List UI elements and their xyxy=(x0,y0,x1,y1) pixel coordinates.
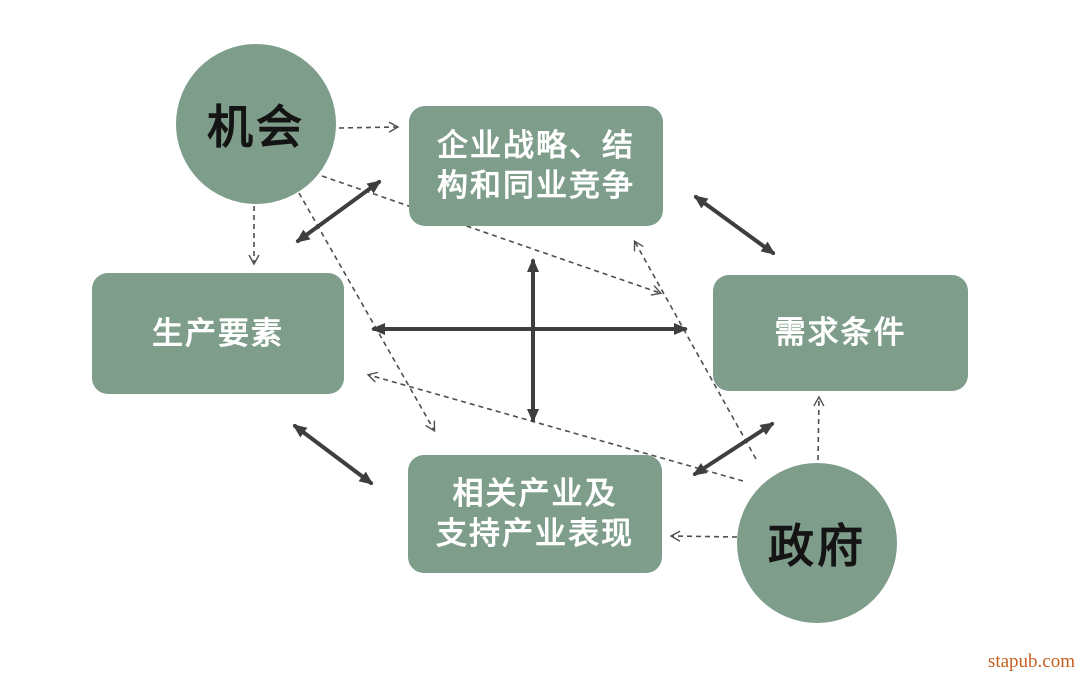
node-government: 政府 xyxy=(737,463,897,623)
node-strategy-label-line1: 企业战略、结 xyxy=(437,128,635,164)
node-demand-conditions: 需求条件 xyxy=(713,275,968,391)
arrow-factors-strategy xyxy=(295,180,382,243)
dashed-arrow-government-demand xyxy=(813,395,825,461)
node-strategy-label-line2: 构和同业竞争 xyxy=(437,168,635,204)
arrow-demand-related xyxy=(692,422,775,476)
node-related-supporting-industries: 相关产业及 支持产业表现 xyxy=(408,455,662,573)
dashed-arrow-chance-strategy xyxy=(338,121,400,133)
node-chance-label: 机会 xyxy=(207,100,305,154)
dashed-arrow-government-related xyxy=(669,530,738,542)
node-strategy-structure-rivalry: 企业战略、结 构和同业竞争 xyxy=(409,106,663,226)
node-factor-conditions: 生产要素 xyxy=(92,273,344,394)
node-related-label-line2: 支持产业表现 xyxy=(436,516,634,552)
arrow-strategy-demand xyxy=(693,195,776,255)
node-demand-label: 需求条件 xyxy=(774,315,907,351)
watermark-stapub: stapub.com xyxy=(987,651,1075,672)
node-chance: 机会 xyxy=(176,44,336,204)
node-government-label: 政府 xyxy=(768,519,866,573)
node-related-label-line1: 相关产业及 xyxy=(452,476,618,512)
node-factors-label: 生产要素 xyxy=(152,315,284,352)
arrow-factors-related xyxy=(292,424,374,485)
